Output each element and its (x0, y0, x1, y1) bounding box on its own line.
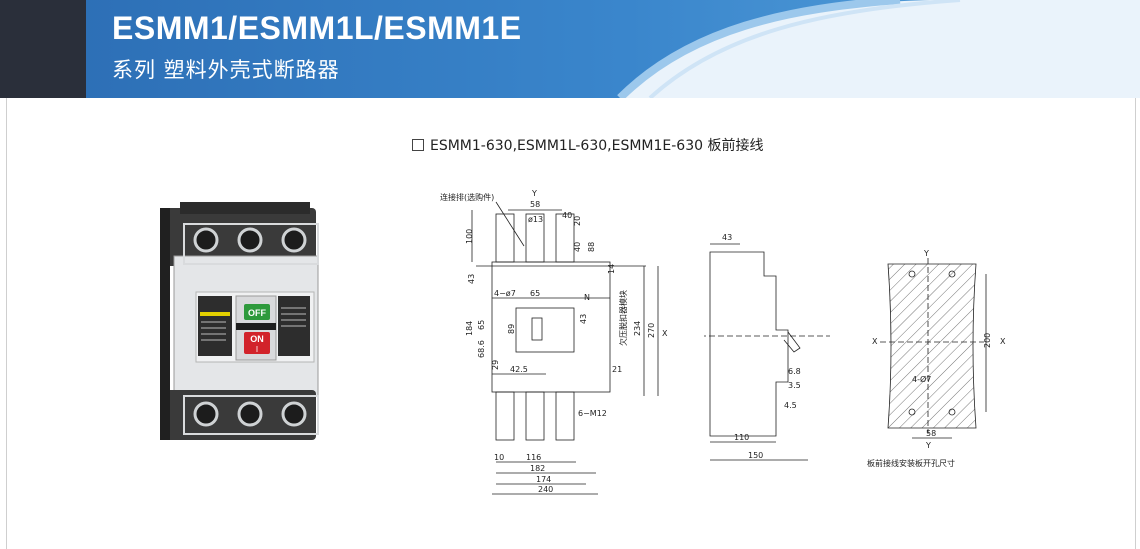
off-button-label: OFF (248, 308, 266, 318)
dim-100: 100 (465, 229, 474, 244)
dim-116: 116 (526, 453, 541, 462)
dim-29: 29 (491, 360, 500, 370)
mounting-plate (887, 263, 977, 429)
page-title: ESMM1/ESMM1L/ESMM1E (112, 10, 522, 46)
dim-65: 65 (530, 289, 540, 298)
dim-270: 270 (647, 323, 656, 338)
dim-4-5: 4.5 (784, 401, 797, 410)
dim-110: 110 (734, 433, 749, 442)
dim-182: 182 (530, 464, 545, 473)
dim-240: 240 (538, 485, 553, 494)
dim-21: 21 (612, 365, 622, 374)
dim-68-6: 68.6 (477, 340, 486, 358)
dim-234: 234 (633, 321, 642, 336)
dim-4-phi7: 4−ø7 (494, 289, 516, 298)
on-button-label: ON (250, 334, 264, 344)
dim-13: ø13 (528, 215, 543, 224)
breaker-photo: OFF ON I (160, 202, 319, 440)
off-button[interactable] (244, 304, 270, 320)
terminal-hole-icon (237, 227, 263, 253)
front-view-drawing: 连接排(选购件) Y 58 ø13 40 20 100 40 88 43 14 … (440, 189, 668, 495)
side-view-drawing: 43 6.8 3.5 4.5 110 150 (704, 233, 830, 461)
page-subtitle: 系列 塑料外壳式断路器 (112, 58, 340, 82)
dim-58: 58 (530, 200, 540, 209)
dim-10: 10 (494, 453, 504, 462)
axis-y-top: Y (923, 249, 929, 258)
dim-88: 88 (587, 242, 596, 252)
mounting-view-drawing: Y X X 200 4-Ø7 58 Y (872, 249, 1006, 450)
content-frame (6, 98, 1136, 549)
dim-89: 89 (507, 324, 516, 334)
dim-65b: 65 (477, 320, 486, 330)
dim-6-m12: 6−M12 (578, 409, 607, 418)
connector-label: 连接排(选购件) (440, 192, 494, 202)
dim-174: 174 (536, 475, 551, 484)
axis-x-right: X (1000, 337, 1006, 346)
terminal-hole-icon (237, 401, 263, 427)
dim-43: 43 (722, 233, 732, 242)
dim-14: 14 (607, 264, 616, 274)
axis-n-label: N (584, 293, 590, 302)
dim-184: 184 (465, 321, 474, 336)
dim-58: 58 (926, 429, 936, 438)
side-module-text: 欠压脱扣器模块 (618, 290, 628, 346)
dim-42-5: 42.5 (510, 365, 528, 374)
left-label-panel (198, 296, 232, 356)
dim-4-phi7: 4-Ø7 (912, 374, 931, 384)
axis-y-label: Y (531, 189, 537, 198)
page-header: ESMM1/ESMM1L/ESMM1E 系列 塑料外壳式断路器 (0, 0, 1140, 98)
terminal-hole-icon (281, 227, 307, 253)
section-heading-text: ESMM1-630,ESMM1L-630,ESMM1E-630 板前接线 (430, 138, 764, 154)
section-heading: ESMM1-630,ESMM1L-630,ESMM1E-630 板前接线 (412, 135, 763, 155)
axis-x-left: X (872, 337, 878, 346)
on-button[interactable] (244, 332, 270, 354)
dim-150: 150 (748, 451, 763, 460)
axis-y-bottom: Y (925, 441, 931, 450)
axis-x-label: X (662, 329, 668, 338)
dim-43: 43 (467, 274, 476, 284)
terminal-hole-icon (193, 401, 219, 427)
dim-40: 40 (562, 211, 572, 220)
dim-3-5: 3.5 (788, 381, 801, 390)
dim-40b: 40 (573, 242, 582, 252)
terminal-hole-icon (193, 227, 219, 253)
dim-20: 20 (573, 216, 582, 226)
checkbox-icon (412, 139, 424, 151)
dim-200: 200 (983, 333, 992, 348)
dim-43b: 43 (579, 314, 588, 324)
dim-6-8: 6.8 (788, 367, 801, 376)
terminal-hole-icon (281, 401, 307, 427)
header-background (0, 0, 1140, 98)
mounting-caption: 板前接线安装板开孔尺寸 (867, 459, 955, 468)
on-button-symbol: I (256, 345, 258, 354)
